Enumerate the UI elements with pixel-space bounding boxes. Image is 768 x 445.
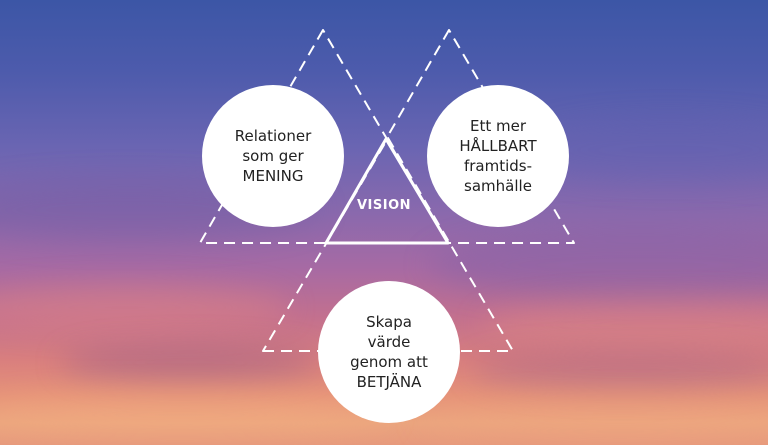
cloud — [430, 230, 768, 300]
circle-skapa: Skapa värde genom att BETJÄNA — [318, 281, 460, 423]
text-line: Relationer — [234, 127, 312, 145]
cloud — [470, 350, 768, 390]
cloud — [60, 345, 320, 381]
text-line: Ett mer — [469, 117, 526, 135]
text-line: Skapa — [366, 313, 412, 331]
dashed-triangle-left — [199, 29, 449, 244]
dashed-triangle-bottom — [262, 137, 514, 352]
text-line: MENING — [242, 167, 304, 185]
circle-relationer: Relationer som ger MENING — [202, 85, 344, 227]
cloud — [0, 285, 290, 330]
text-line: som ger — [242, 147, 304, 165]
circle-hallbart: Ett mer HÅLLBART framtids- samhälle — [427, 85, 569, 227]
text-line: BETJÄNA — [356, 373, 422, 391]
text-line: samhälle — [464, 177, 532, 195]
vision-triangle — [324, 137, 450, 245]
text-line: HÅLLBART — [459, 137, 537, 155]
cloud — [420, 400, 768, 440]
text-line: framtids- — [463, 157, 533, 175]
text-line: genom att — [350, 353, 428, 371]
cloud — [480, 300, 768, 350]
circle-hallbart-text: Ett mer HÅLLBART framtids- samhälle — [459, 116, 536, 196]
circle-relationer-text: Relationer som ger MENING — [235, 126, 311, 186]
text-line: värde — [367, 333, 411, 351]
vision-label: VISION — [356, 198, 412, 213]
circle-skapa-text: Skapa värde genom att BETJÄNA — [350, 312, 428, 392]
cloud — [0, 395, 390, 435]
